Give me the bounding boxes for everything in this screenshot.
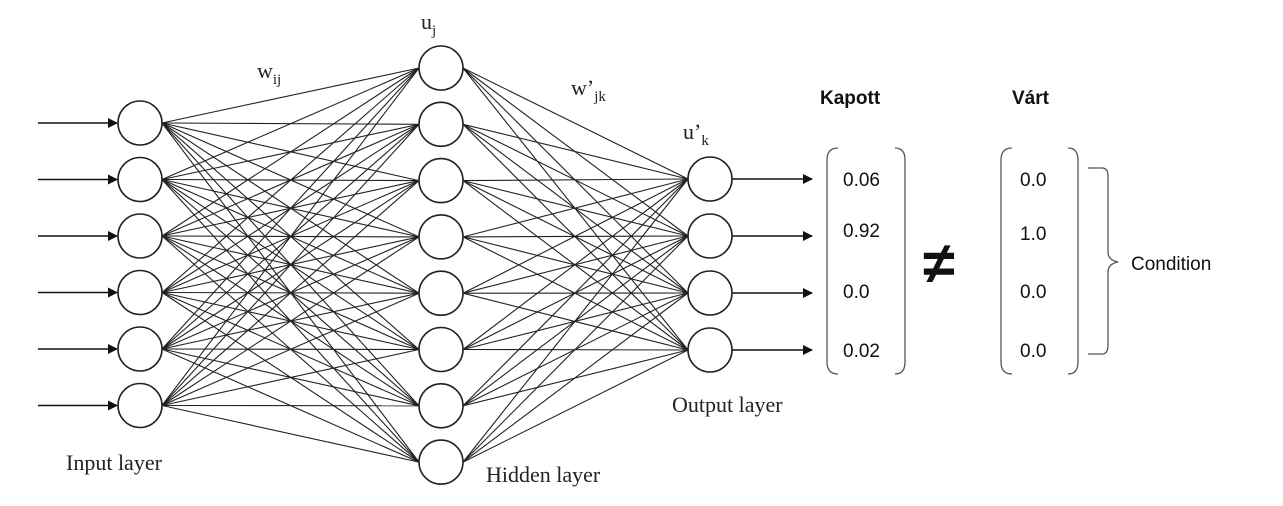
connection-edge	[462, 235, 689, 463]
hidden-neuron	[418, 382, 464, 429]
hidden-node-label: uj	[421, 9, 436, 39]
output-neuron	[687, 270, 733, 316]
input-layer-label: Input layer	[66, 450, 163, 475]
hidden-neuron	[418, 326, 464, 373]
connection-edge	[462, 178, 689, 182]
received-value: 0.92	[843, 221, 880, 242]
received-vector: 0.06 0.92 0.0 0.02	[826, 147, 906, 375]
connection-edge	[462, 349, 689, 463]
expected-vector: 0.0 1.0 0.0 0.0	[1000, 147, 1079, 375]
expected-header: Várt	[1012, 88, 1050, 109]
hidden-neuron	[418, 157, 464, 204]
received-left-paren	[826, 147, 839, 375]
condition-label: Condition	[1131, 254, 1211, 275]
expected-right-paren	[1067, 147, 1079, 375]
connection-edge	[161, 123, 420, 406]
connection-edge	[161, 180, 420, 406]
connection-edge	[161, 67, 420, 237]
connection-edges	[161, 67, 689, 463]
hidden-neuron	[418, 214, 464, 260]
output-layer-label: Output layer	[672, 392, 783, 417]
not-equal-symbol: ≠	[923, 231, 955, 296]
expected-value: 0.0	[1020, 341, 1046, 362]
connection-edge	[462, 67, 689, 180]
output-neuron	[687, 156, 733, 202]
hidden-neuron	[418, 270, 464, 317]
expected-left-paren	[1000, 147, 1013, 375]
output-neuron	[687, 213, 733, 259]
output-neuron	[687, 327, 733, 373]
connection-edge	[161, 404, 420, 463]
input-neuron	[117, 382, 163, 429]
connection-edge	[161, 236, 420, 406]
input-neuron	[117, 213, 163, 259]
input-neuron	[117, 100, 163, 146]
connection-edge	[161, 292, 420, 407]
received-value: 0.02	[843, 341, 880, 362]
connection-edge	[462, 178, 689, 238]
connection-edge	[161, 67, 420, 181]
connection-edge	[462, 178, 689, 407]
hidden-neuron	[418, 101, 464, 148]
output-node-label: u’k	[683, 119, 709, 149]
connection-edge	[161, 67, 420, 293]
input-arrows	[38, 118, 118, 411]
input-neuron	[117, 156, 163, 203]
connection-edge	[462, 178, 689, 294]
expected-value: 0.0	[1020, 282, 1046, 303]
output-arrows	[732, 174, 813, 355]
connection-edge	[462, 292, 689, 463]
weight-label-jk: w’jk	[571, 75, 606, 105]
received-header: Kapott	[820, 88, 881, 109]
expected-value: 0.0	[1020, 170, 1046, 191]
input-neuron	[117, 269, 163, 316]
received-value: 0.06	[843, 170, 880, 191]
connection-edge	[462, 178, 689, 350]
expected-value: 1.0	[1020, 224, 1046, 245]
condition-brace	[1088, 167, 1119, 355]
connection-edge	[161, 67, 420, 350]
connection-edge	[161, 67, 420, 406]
input-neuron	[117, 326, 163, 372]
connection-edge	[161, 67, 420, 124]
hidden-layer-label: Hidden layer	[486, 462, 601, 487]
received-value: 0.0	[843, 282, 869, 303]
weight-label-ij: wij	[257, 58, 281, 88]
connection-edge	[161, 348, 420, 407]
connection-edge	[462, 123, 689, 180]
neuron-nodes	[117, 45, 733, 485]
received-right-paren	[894, 147, 906, 375]
hidden-neuron	[418, 439, 464, 485]
connection-edge	[462, 178, 689, 463]
hidden-neuron	[418, 45, 464, 91]
